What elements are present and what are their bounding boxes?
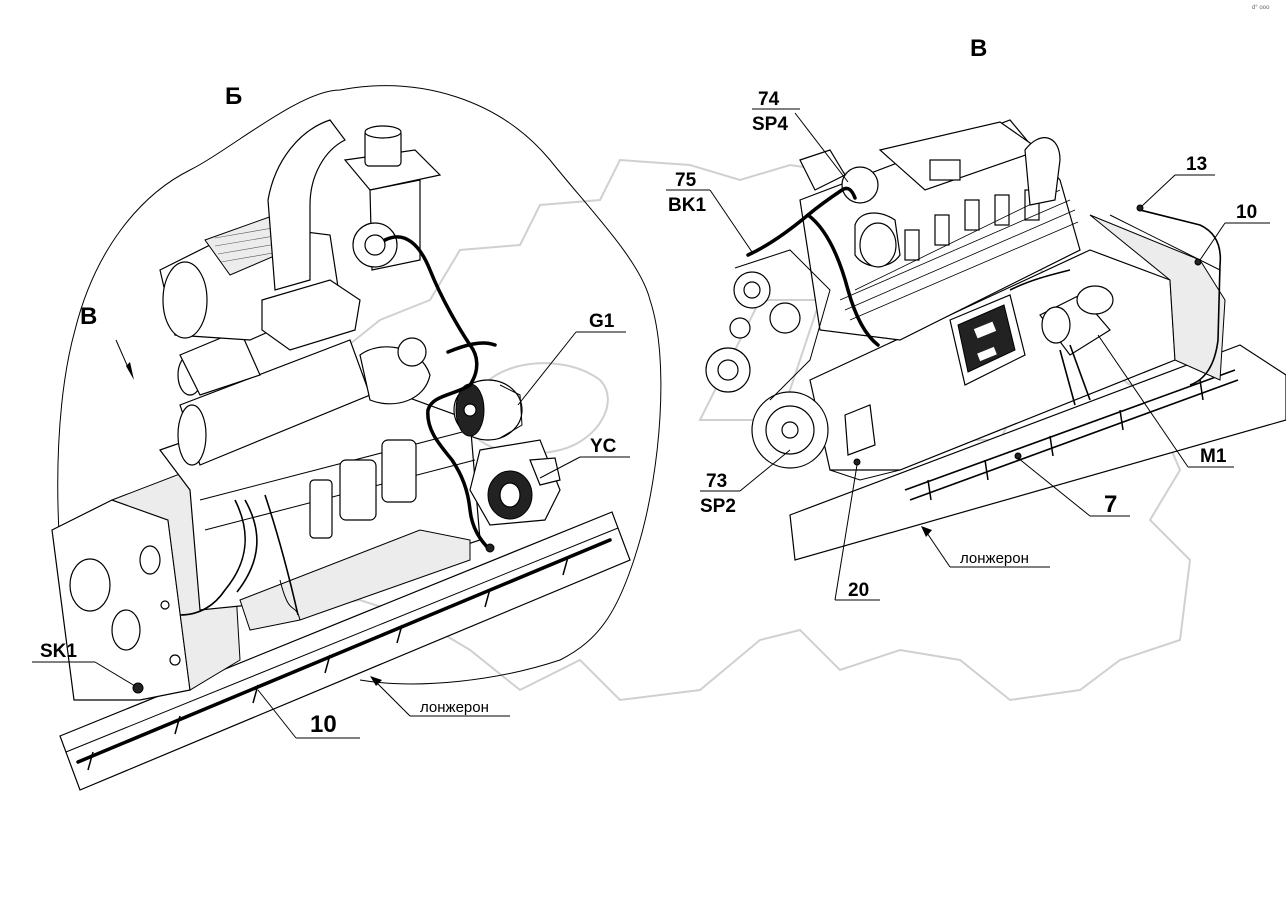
svg-text:лонжерон: лонжерон	[420, 699, 489, 716]
compressor-yc	[469, 439, 561, 526]
sk1-sensor	[132, 682, 144, 694]
svg-text:75: 75	[675, 170, 697, 191]
ecu-unit	[949, 294, 1026, 386]
svg-text:G1: G1	[589, 311, 615, 332]
starter-m1	[1039, 285, 1114, 356]
alternator-g1	[453, 379, 523, 441]
right-frame-rail	[789, 344, 1286, 561]
callout-left-harness: 10	[257, 689, 360, 739]
view-arrow-label: В	[80, 303, 97, 330]
svg-text:20: 20	[848, 580, 869, 601]
svg-text:73: 73	[706, 471, 727, 492]
right-harness	[746, 186, 1222, 406]
callout-75-bk1: 75 BK1	[666, 170, 753, 253]
left-engine	[51, 119, 561, 701]
svg-text:10: 10	[1236, 202, 1257, 223]
callout-7: 7	[1017, 457, 1130, 518]
callout-74-sp4: 74 SP4	[752, 89, 849, 183]
callout-sk1: SK1	[32, 641, 136, 687]
svg-text:13: 13	[1186, 154, 1207, 175]
section-label-right: В	[970, 35, 987, 62]
exhaust-pipe	[267, 119, 346, 291]
view-arrow: В	[80, 303, 134, 380]
section-label-left: Б	[225, 83, 242, 110]
left-frame-rail	[59, 511, 631, 791]
callout-g1: G1	[517, 311, 626, 406]
svg-text:M1: M1	[1200, 446, 1227, 467]
callout-m1: M1	[1097, 334, 1234, 468]
callout-20: 20	[834, 464, 880, 601]
svg-text:YC: YC	[590, 436, 617, 457]
callout-yc: YC	[539, 436, 630, 479]
svg-text:74: 74	[758, 89, 780, 110]
left-view-outline	[57, 85, 662, 685]
svg-text:10: 10	[310, 711, 337, 738]
svg-text:SK1: SK1	[40, 641, 77, 662]
svg-text:7: 7	[1104, 491, 1117, 518]
right-engine	[705, 119, 1226, 481]
left-harness	[383, 235, 497, 553]
frame-label-right: лонжерон	[921, 526, 1050, 568]
frame-label-left: лонжерон	[370, 676, 510, 717]
svg-text:лонжерон: лонжерон	[960, 550, 1029, 567]
svg-text:BK1: BK1	[668, 195, 706, 216]
callout-10: 10	[1199, 202, 1270, 261]
callout-73-sp2: 73 SP2	[700, 449, 791, 517]
callout-13: 13	[1141, 154, 1215, 207]
svg-text:SP2: SP2	[700, 496, 736, 517]
corner-mark: d° ooo	[1252, 5, 1270, 11]
svg-text:SP4: SP4	[752, 114, 788, 135]
